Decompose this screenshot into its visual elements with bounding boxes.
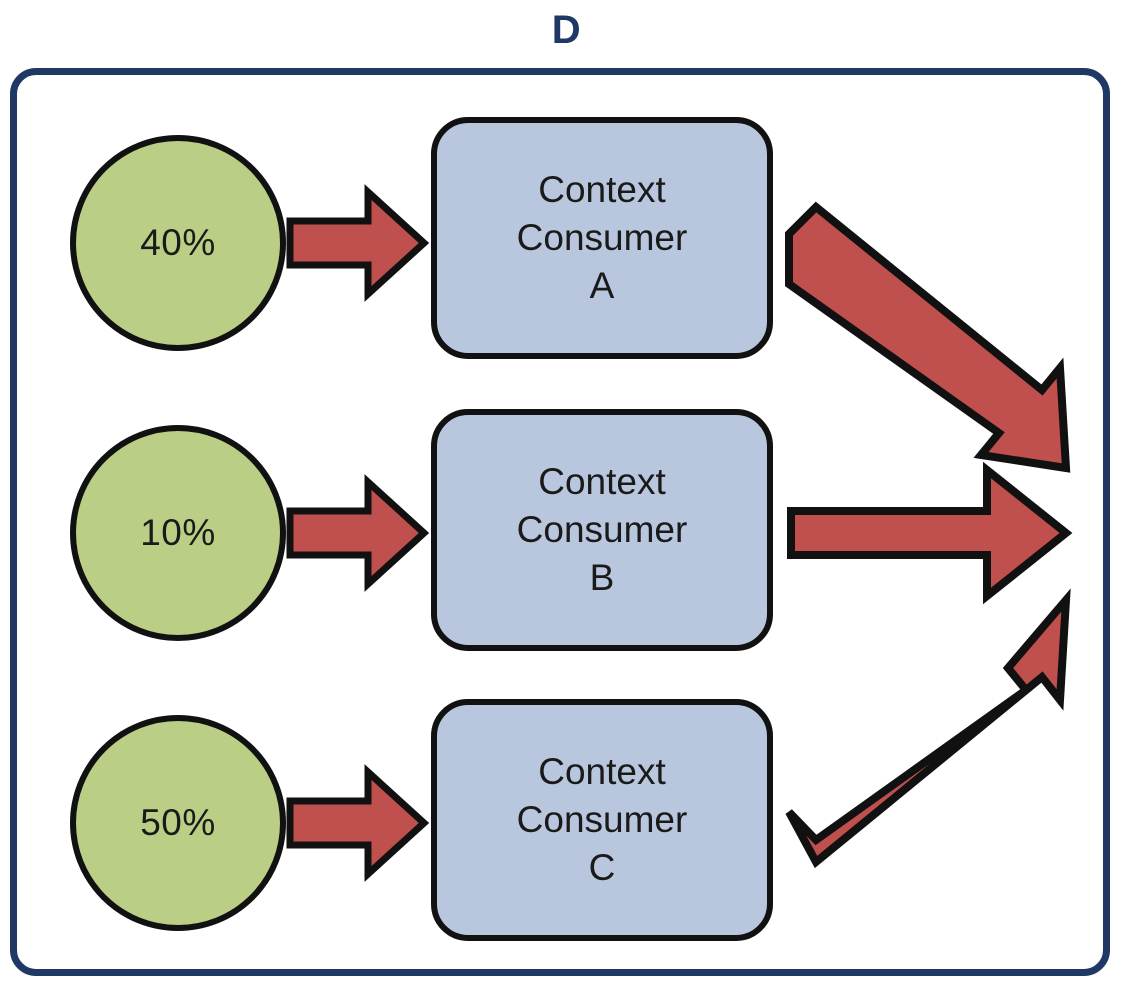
panel-frame: [10, 68, 1110, 976]
page-title: D: [551, 8, 582, 52]
